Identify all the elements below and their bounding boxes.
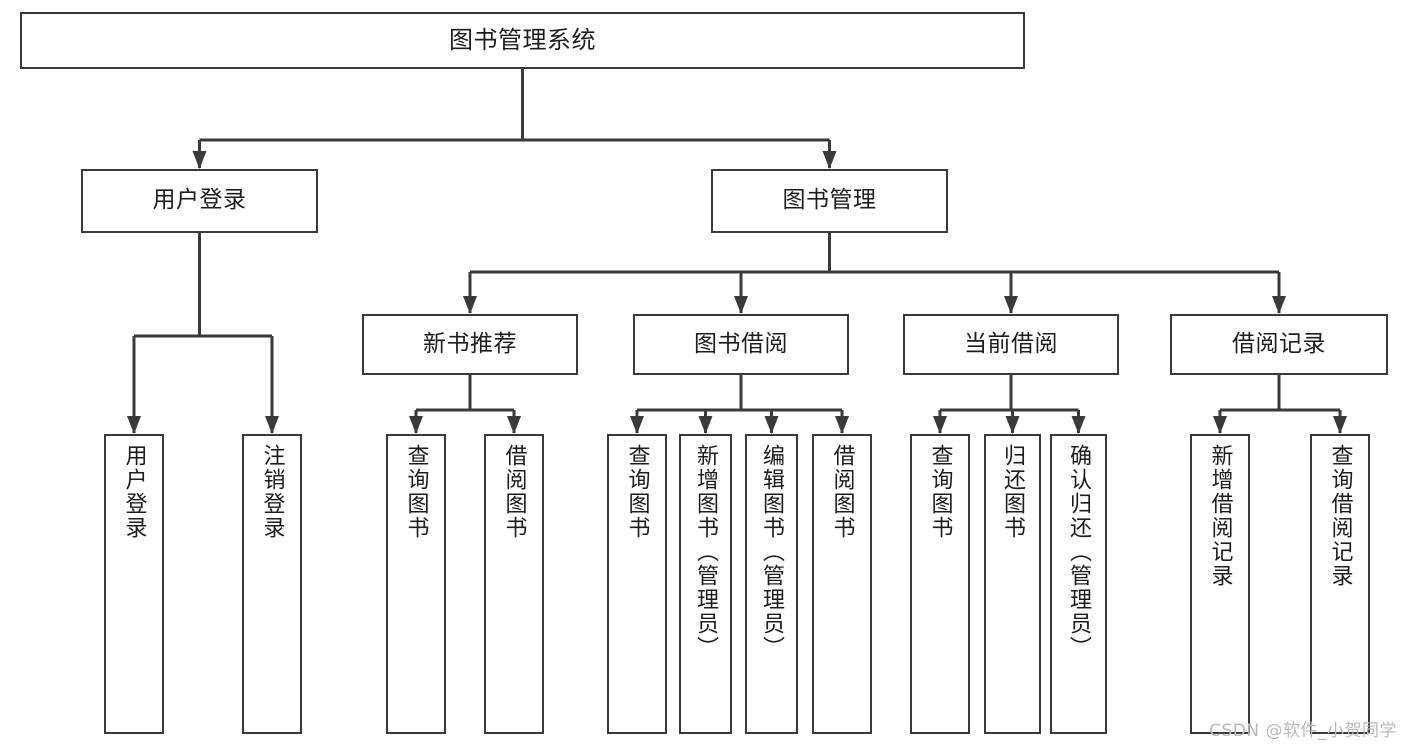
node-root[interactable]: 图书管理系统 — [20, 12, 1025, 69]
arrowhead — [127, 416, 141, 434]
arrowhead — [192, 151, 207, 169]
arrowhead — [933, 416, 947, 434]
node-label: 确认归还（管理员） — [1066, 444, 1092, 660]
node-label: 图书管理系统 — [449, 26, 596, 55]
node-l-qbook3[interactable]: 查询图书 — [910, 434, 970, 734]
node-l-addrec[interactable]: 新增借阅记录 — [1190, 434, 1250, 734]
node-bookmgmt[interactable]: 图书管理 — [711, 169, 948, 233]
node-l-borrowbook1[interactable]: 借阅图书 — [484, 434, 544, 734]
node-label: 用户登录 — [152, 187, 247, 214]
arrowhead — [409, 416, 423, 434]
arrowhead — [507, 416, 521, 434]
arrowhead — [1004, 296, 1018, 314]
arrowhead — [1071, 416, 1086, 434]
node-label: 编辑图书（管理员） — [759, 444, 785, 660]
node-l-editbook[interactable]: 编辑图书（管理员） — [745, 434, 798, 734]
arrowhead — [265, 416, 279, 434]
node-label: 图书管理 — [782, 187, 877, 214]
arrowhead — [734, 296, 748, 314]
arrowhead — [1333, 416, 1347, 434]
node-records[interactable]: 借阅记录 — [1170, 314, 1388, 375]
arrowhead — [698, 416, 713, 434]
node-label: 新书推荐 — [423, 330, 517, 357]
watermark-text: CSDN @软件_小贺同学 — [1209, 721, 1397, 741]
node-l-logout[interactable]: 注销登录 — [242, 434, 302, 734]
node-label: 查询图书 — [403, 444, 429, 540]
node-borrow[interactable]: 图书借阅 — [633, 314, 849, 375]
node-label: 新增图书（管理员） — [693, 444, 719, 660]
arrowhead — [630, 416, 644, 434]
node-label: 图书借阅 — [694, 330, 788, 357]
node-l-addbook[interactable]: 新增图书（管理员） — [679, 434, 732, 734]
arrowhead — [822, 151, 837, 169]
arrowhead — [1272, 296, 1286, 314]
arrowhead — [764, 416, 779, 434]
arrowhead — [835, 416, 849, 434]
node-label: 当前借阅 — [964, 330, 1058, 357]
node-label: 查询图书 — [624, 444, 650, 540]
arrowhead — [1005, 416, 1020, 434]
node-label: 借阅图书 — [829, 444, 855, 540]
node-label: 借阅记录 — [1232, 330, 1326, 357]
node-current[interactable]: 当前借阅 — [903, 314, 1119, 375]
node-label: 查询借阅记录 — [1327, 444, 1353, 588]
node-label: 注销登录 — [259, 444, 285, 540]
node-l-qbook2[interactable]: 查询图书 — [607, 434, 667, 734]
node-label: 新增借阅记录 — [1207, 444, 1233, 588]
node-recommend[interactable]: 新书推荐 — [362, 314, 578, 375]
node-label: 用户登录 — [121, 444, 147, 540]
node-l-login[interactable]: 用户登录 — [104, 434, 164, 734]
node-login[interactable]: 用户登录 — [81, 169, 318, 233]
node-label: 借阅图书 — [501, 444, 527, 540]
node-l-confirm[interactable]: 确认归还（管理员） — [1050, 434, 1107, 734]
node-l-qrec[interactable]: 查询借阅记录 — [1310, 434, 1370, 734]
node-l-return[interactable]: 归还图书 — [984, 434, 1041, 734]
arrowhead — [1213, 416, 1227, 434]
node-label: 查询图书 — [927, 444, 953, 540]
node-label: 归还图书 — [1000, 444, 1026, 540]
arrowhead — [463, 296, 477, 314]
node-l-borrowbook2[interactable]: 借阅图书 — [812, 434, 872, 734]
node-l-qbook1[interactable]: 查询图书 — [386, 434, 446, 734]
